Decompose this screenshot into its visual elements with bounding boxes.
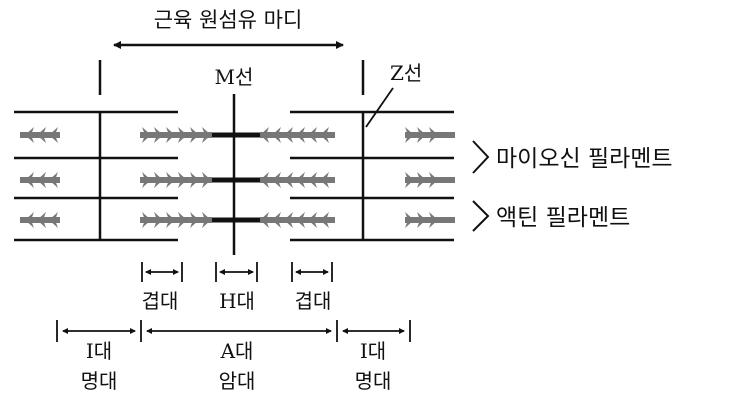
h-band-label: H대 — [219, 289, 255, 313]
overlap-right-label: 겹대 — [295, 289, 332, 313]
myosin-head — [429, 172, 438, 188]
myosin-head — [260, 127, 269, 143]
myosin-head — [260, 212, 269, 228]
myosin-head — [166, 127, 175, 143]
myosin-head — [284, 127, 293, 143]
myosin-head — [178, 127, 187, 143]
myosin-head — [25, 127, 34, 143]
i-band-left-label: I대 — [86, 339, 112, 363]
myosin-head — [308, 127, 317, 143]
myosin-head — [154, 127, 163, 143]
myosin-head — [202, 127, 211, 143]
myosin-head — [142, 172, 151, 188]
myosin-head — [154, 172, 163, 188]
myosin-head — [25, 212, 34, 228]
myosin-head — [272, 172, 281, 188]
myosin-head — [178, 172, 187, 188]
myosin-head — [308, 172, 317, 188]
myosin-head — [296, 172, 305, 188]
myosin-head — [190, 212, 199, 228]
m-line-label: M선 — [215, 65, 254, 89]
myosin-head — [49, 172, 58, 188]
overlap-left-label: 겹대 — [142, 289, 179, 313]
myosin-head — [49, 212, 58, 228]
myosin-head — [405, 172, 414, 188]
actin-filaments — [14, 110, 454, 242]
a-band-label: A대 — [220, 339, 254, 363]
myosin-head — [429, 127, 438, 143]
myosin-head — [417, 127, 426, 143]
myosin-head — [308, 212, 317, 228]
myosin-head — [37, 127, 46, 143]
myosin-head — [166, 172, 175, 188]
myosin-head — [142, 127, 151, 143]
i-band-right-label: I대 — [360, 339, 386, 363]
myosin-head — [260, 172, 269, 188]
myosin-head — [37, 212, 46, 228]
myosin-head — [49, 127, 58, 143]
myosin-head — [178, 212, 187, 228]
actin-label: 액틴 필라멘트 — [496, 205, 630, 231]
i-band-left-sublabel: 명대 — [81, 369, 118, 393]
myosin-head — [202, 212, 211, 228]
myosin-head — [166, 212, 175, 228]
myosin-head — [320, 212, 329, 228]
myosin-head — [320, 127, 329, 143]
myosin-head — [190, 127, 199, 143]
myosin-head — [190, 172, 199, 188]
myosin-head — [417, 172, 426, 188]
sarcomere-label: 근육 원섬유 마디 — [154, 8, 303, 32]
actin-bracket — [472, 200, 490, 232]
myosin-head — [202, 172, 211, 188]
myosin-head — [142, 212, 151, 228]
i-band-right-sublabel: 명대 — [355, 369, 392, 393]
myosin-head — [405, 127, 414, 143]
myosin-head — [284, 212, 293, 228]
myosin-head — [296, 127, 305, 143]
myosin-head — [154, 212, 163, 228]
myosin-head — [429, 212, 438, 228]
myosin-bracket — [472, 140, 490, 174]
myosin-head — [296, 212, 305, 228]
myosin-head — [320, 172, 329, 188]
myosin-filaments — [20, 127, 455, 228]
a-band-sublabel: 암대 — [219, 369, 256, 393]
i-a-band-markers — [56, 320, 411, 342]
myosin-label: 마이오신 필라멘트 — [496, 146, 673, 172]
myosin-head — [37, 172, 46, 188]
myosin-head — [272, 212, 281, 228]
myosin-head — [417, 212, 426, 228]
band-markers — [141, 262, 333, 282]
myosin-head — [25, 172, 34, 188]
z-line-label: Z선 — [390, 61, 422, 85]
myosin-head — [284, 172, 293, 188]
myosin-head — [405, 212, 414, 228]
z-line-leader — [365, 87, 394, 128]
myosin-head — [272, 127, 281, 143]
